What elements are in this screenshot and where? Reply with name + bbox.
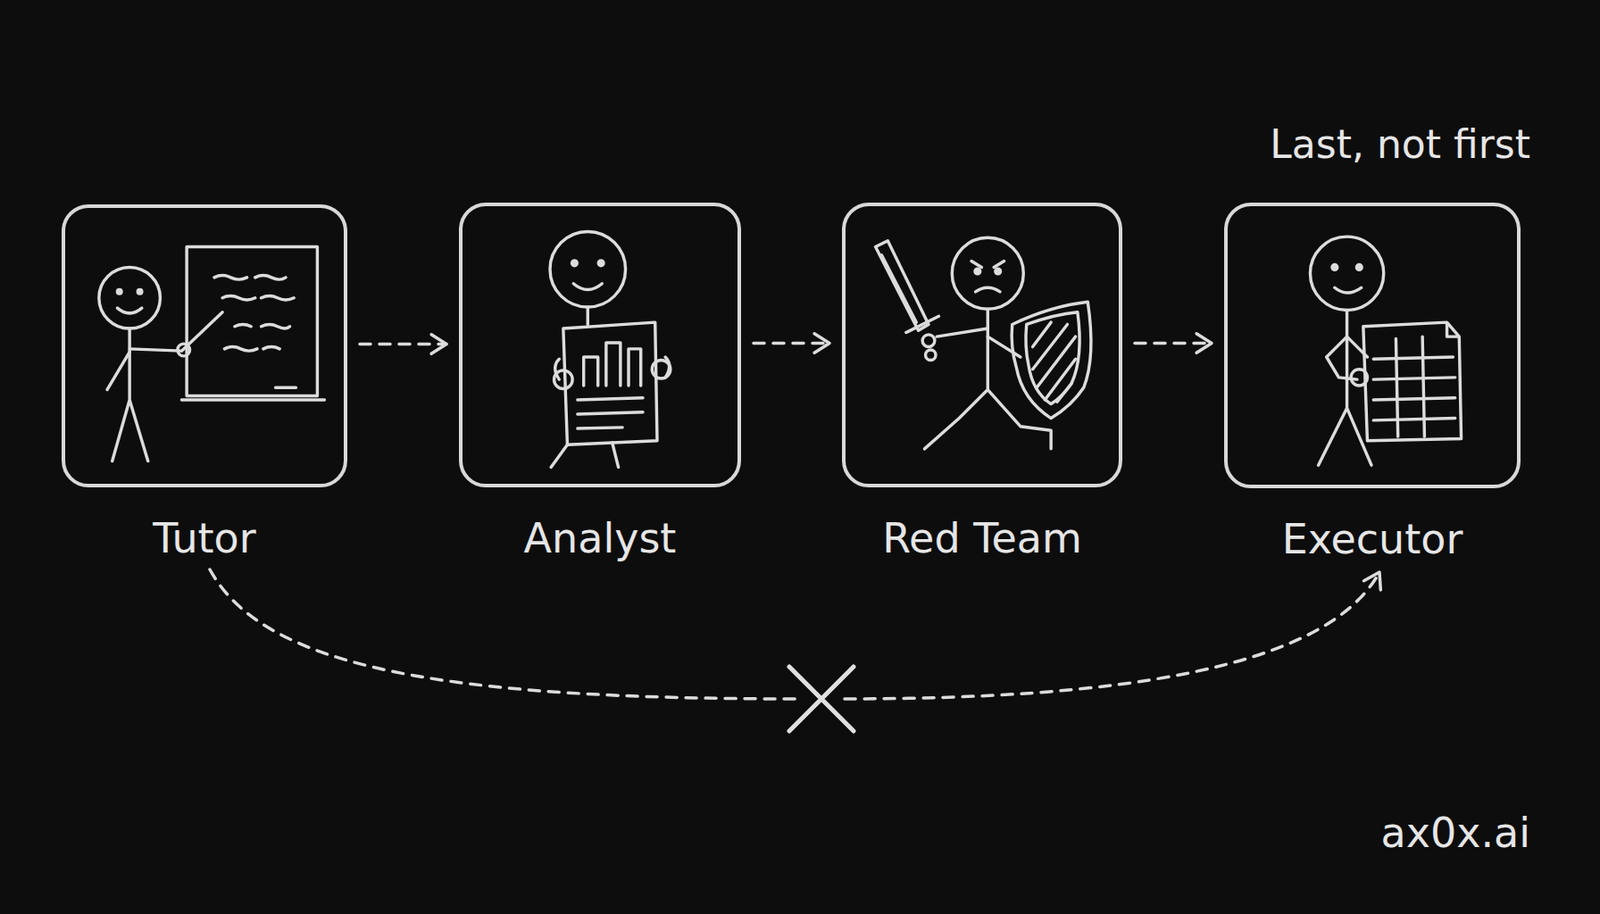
red-team-figure [875,237,1092,450]
role-panel: Executor [1224,202,1521,564]
panel-frame [458,202,742,488]
flow-arrow [1134,333,1212,353]
executor-figure [1309,236,1461,466]
role-label: Tutor [61,514,348,563]
skip-arrow-crossed [209,569,1381,732]
watermark: ax0x.ai [1381,808,1532,858]
role-label: Analyst [458,514,742,563]
role-label: Red Team [841,514,1123,563]
panel-frame [841,202,1123,488]
panel-frame [1224,202,1521,489]
tutor-figure [99,247,325,462]
panel-frame [61,204,348,488]
role-panel: Tutor [61,204,348,563]
role-panel: Red Team [841,202,1123,563]
analyst-figure [550,231,671,467]
role-panel: Analyst [458,202,742,563]
cross-mark [789,666,854,732]
note-label: Last, not first [1269,121,1531,167]
flow-arrow [359,334,447,354]
flow-arrow [753,333,830,353]
role-label: Executor [1224,515,1521,564]
